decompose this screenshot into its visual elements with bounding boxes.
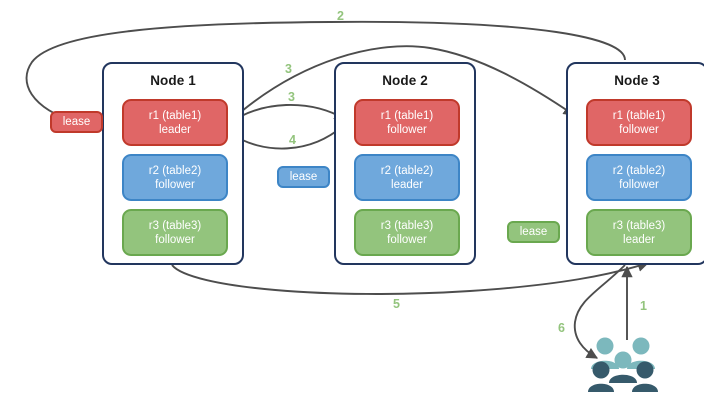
node-box-2: Node 2 r1 (table1) follower r2 (table2) … — [334, 62, 476, 265]
step-label-5: 5 — [393, 297, 400, 311]
step-label-3-outer: 3 — [285, 62, 292, 76]
arrow-step-5 — [171, 260, 650, 295]
replica-role: follower — [155, 178, 195, 191]
replica-role: leader — [159, 123, 191, 136]
lease-badge-r1[interactable]: lease — [50, 111, 103, 133]
replica-r3[interactable]: r3 (table3) leader — [586, 209, 692, 256]
arrow-step-3-inner — [227, 104, 346, 125]
step-label-3-inner: 3 — [288, 90, 295, 104]
step-label-1: 1 — [640, 299, 647, 313]
people-group-icon[interactable] — [588, 336, 662, 394]
node-title: Node 3 — [614, 73, 660, 88]
replica-name: r1 (table1) — [148, 109, 202, 122]
replica-role: follower — [387, 233, 427, 246]
node-box-1: Node 1 r1 (table1) leader r2 (table2) fo… — [102, 62, 244, 265]
replica-name: r2 (table2) — [612, 164, 666, 177]
replica-role: leader — [623, 233, 655, 246]
step-label-4: 4 — [289, 133, 296, 147]
replica-name: r2 (table2) — [148, 164, 202, 177]
replica-r2[interactable]: r2 (table2) follower — [586, 154, 692, 201]
replica-r1[interactable]: r1 (table1) leader — [122, 99, 228, 146]
replica-role: follower — [387, 123, 427, 136]
replica-r1[interactable]: r1 (table1) follower — [354, 99, 460, 146]
node-title: Node 2 — [382, 73, 428, 88]
replica-role: follower — [155, 233, 195, 246]
replica-r3[interactable]: r3 (table3) follower — [354, 209, 460, 256]
lease-badge-r2[interactable]: lease — [277, 166, 330, 188]
replica-name: r3 (table3) — [612, 219, 666, 232]
replica-name: r3 (table3) — [380, 219, 434, 232]
replica-r2[interactable]: r2 (table2) leader — [354, 154, 460, 201]
node-title: Node 1 — [150, 73, 196, 88]
replica-role: follower — [619, 178, 659, 191]
replica-role: leader — [391, 178, 423, 191]
arrow-step-4 — [229, 123, 346, 150]
replica-r3[interactable]: r3 (table3) follower — [122, 209, 228, 256]
replica-role: follower — [619, 123, 659, 136]
step-label-6: 6 — [558, 321, 565, 335]
replica-r2[interactable]: r2 (table2) follower — [122, 154, 228, 201]
step-label-2: 2 — [337, 9, 344, 23]
replica-r1[interactable]: r1 (table1) follower — [586, 99, 692, 146]
replica-name: r3 (table3) — [148, 219, 202, 232]
lease-badge-r3[interactable]: lease — [507, 221, 560, 243]
replica-name: r1 (table1) — [380, 109, 434, 122]
replica-name: r1 (table1) — [612, 109, 666, 122]
node-box-3: Node 3 r1 (table1) follower r2 (table2) … — [566, 62, 704, 265]
replica-name: r2 (table2) — [380, 164, 434, 177]
